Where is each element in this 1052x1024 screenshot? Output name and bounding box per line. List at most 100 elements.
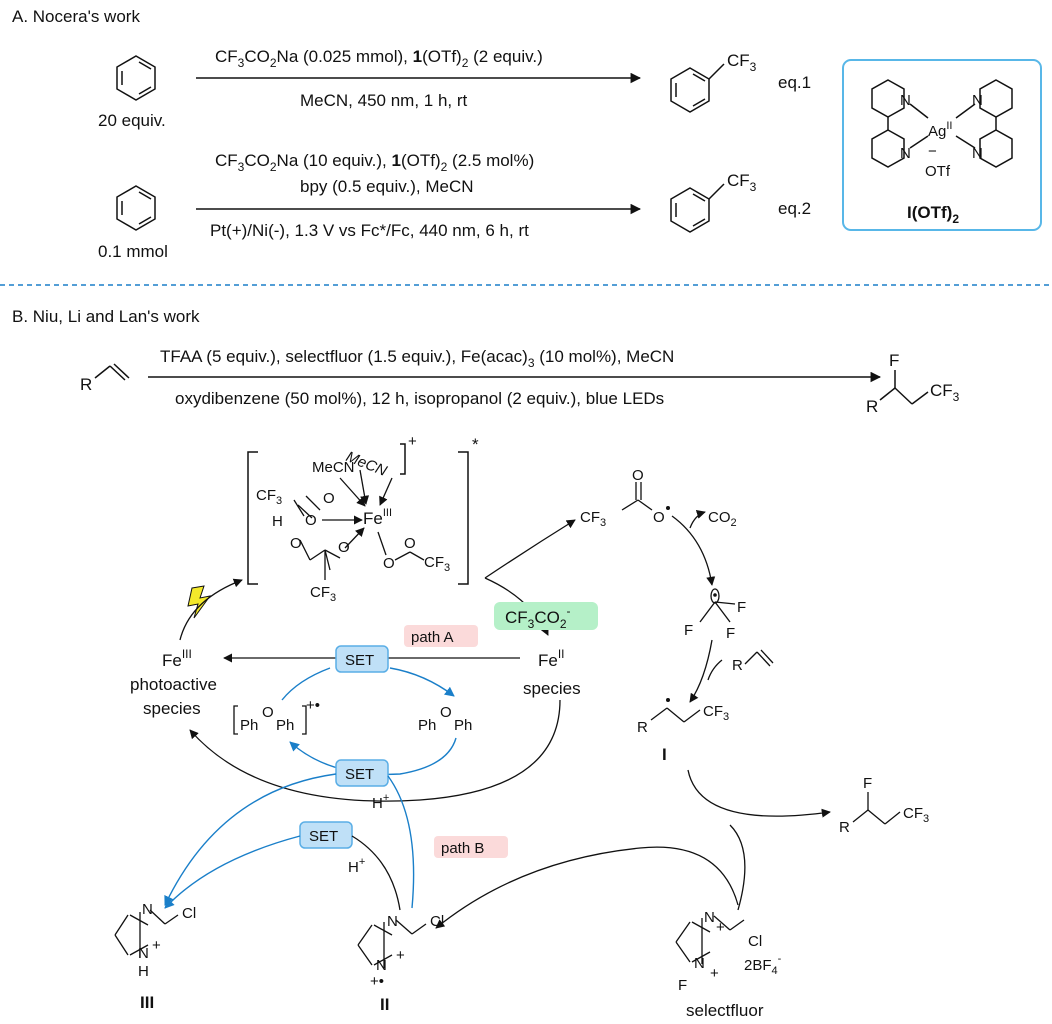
path-b-arrow [435, 846, 739, 929]
benzene-eq2 [116, 185, 156, 231]
selectfluor [675, 915, 745, 964]
amine-ii-label: II [380, 995, 389, 1014]
fe2-line2: species [523, 679, 581, 698]
co2-loss-arrow [671, 515, 716, 586]
co2-branch-arrow [689, 510, 706, 529]
ether-return-arrow [389, 667, 455, 697]
eq2-reagent-amount: 0.1 mmol [98, 242, 168, 261]
amine-iii-n: N [142, 901, 153, 918]
eq1-reagent-amount: 20 equiv. [98, 111, 166, 130]
ag-complex-label: I(OTf)2 [907, 203, 959, 226]
tfa-o-rad: O [653, 509, 665, 526]
alkene-in-arrow [707, 659, 723, 681]
h-plus-2: H+ [348, 856, 365, 876]
fluorination-arrow [687, 769, 831, 818]
amine-iii-nh: N [138, 945, 149, 962]
fe-o3: O [290, 535, 302, 552]
arrow-to-tfa-radical [484, 519, 576, 579]
amine-iii-cl: Cl [182, 905, 196, 922]
eq1-conditions-top: CF3CO2Na (0.025 mmol), 1(OTf)2 (2 equiv.… [215, 47, 543, 70]
main-product-cf3: CF3 [930, 381, 960, 404]
fe-mecn-1: MeCN [312, 459, 355, 476]
tfa-radical-dot [666, 506, 670, 510]
tfa-o-top: O [632, 467, 644, 484]
selectfluor-n1: N [704, 909, 715, 926]
fe-o5: O [383, 555, 395, 572]
ag-bipyridine-complex [871, 79, 1013, 168]
main-product [879, 370, 929, 405]
selectfluor-cl: Cl [748, 933, 762, 950]
main-conditions-top: TFAA (5 equiv.), selectfluor (1.5 equiv.… [160, 347, 674, 370]
fe-o6: O [404, 535, 416, 552]
fe-o4: O [338, 539, 350, 556]
blue-arrow-to-iii-1 [164, 773, 337, 906]
ag-n3: N [972, 92, 983, 109]
fe-o1: O [323, 490, 335, 507]
ag-n4: N [972, 145, 983, 162]
set-label-1: SET [345, 652, 374, 669]
path-a-label: path A [411, 629, 454, 646]
h-plus-1: H+ [372, 792, 389, 812]
cf3-radical-f3: F [737, 599, 746, 616]
final-product [852, 792, 901, 825]
tfa-anion-label: CF3CO2- [505, 604, 571, 631]
ether-cation-o: O [262, 704, 274, 721]
main-conditions-bottom: oxydibenzene (50 mol%), 12 h, isopropano… [175, 389, 664, 408]
fe-cf3-b: CF3 [310, 584, 336, 604]
eq1-conditions-bottom: MeCN, 450 nm, 1 h, rt [300, 91, 468, 110]
final-product-f: F [863, 775, 872, 792]
ag-center: AgII [928, 120, 952, 140]
ether-reduction-arrow [289, 737, 457, 776]
section-b-title: B. Niu, Li and Lan's work [12, 307, 200, 326]
eq2-conditions-bottom: Pt(+)/Ni(-), 1.3 V vs Fc*/Fc, 440 nm, 6 … [210, 221, 529, 240]
photoexcitation-arrow [179, 578, 243, 641]
intermediate-dot [666, 698, 670, 702]
fe-cf3-a: CF3 [256, 487, 282, 507]
amine-iii [114, 909, 179, 958]
ether-cation-ph1: Ph [240, 717, 258, 734]
cf3-radical-dot [713, 593, 717, 597]
set-box-1 [335, 645, 389, 673]
fe3-line3: species [143, 699, 201, 718]
alkene-reagent-r: R [732, 657, 743, 674]
tfa-radical-cf3: CF3 [580, 509, 606, 529]
intermediate-label: I [662, 745, 667, 764]
ag-n2: N [900, 145, 911, 162]
amine-iii-label: III [140, 993, 154, 1012]
ether-cation-ph2: Ph [276, 717, 294, 734]
amine-iii-h: H [138, 963, 149, 980]
tfa-radical [621, 482, 653, 511]
ether-ph2: Ph [454, 717, 472, 734]
product-benzotrifluoride-eq2 [670, 183, 725, 233]
final-product-r: R [839, 819, 850, 836]
ag-otf: OTf [925, 163, 951, 180]
amine-ii-cl: Cl [430, 913, 444, 930]
selectfluor-label: selectfluor [686, 1001, 764, 1020]
fe-cf3-c: CF3 [424, 554, 450, 574]
blue-arrow-to-iii-2 [164, 835, 301, 909]
ag-minus: − [928, 143, 937, 160]
fe2-label: FeII [538, 647, 565, 670]
lightning-icon [187, 585, 212, 619]
intermediate-cf3: CF3 [703, 703, 729, 723]
ether-cation-charge: +• [306, 697, 320, 714]
ether-oxidation-arrow [281, 667, 331, 701]
fe-complex-brackets [247, 443, 469, 585]
ether-ph1: Ph [418, 717, 436, 734]
benzene-eq1 [116, 55, 156, 101]
selectfluor-n2: N [694, 955, 705, 972]
set-label-2: SET [345, 766, 374, 783]
cf3-radical-f1: F [684, 622, 693, 639]
path-b-label: path B [441, 840, 484, 857]
co2-label: CO2 [708, 509, 737, 529]
amine-ii-n2: N [376, 957, 387, 974]
fe3-label: FeIII [162, 647, 192, 670]
fe3-line2: photoactive [130, 675, 217, 694]
selectfluor-plus1: + [716, 919, 725, 936]
selectfluor-plus2: + [710, 965, 719, 982]
set-box-3 [299, 821, 353, 849]
cf3-radical-f2: F [726, 625, 735, 642]
set-box-2 [335, 759, 389, 787]
ether-radical-cation-brackets [233, 705, 307, 735]
eq1-label: eq.1 [778, 73, 811, 92]
